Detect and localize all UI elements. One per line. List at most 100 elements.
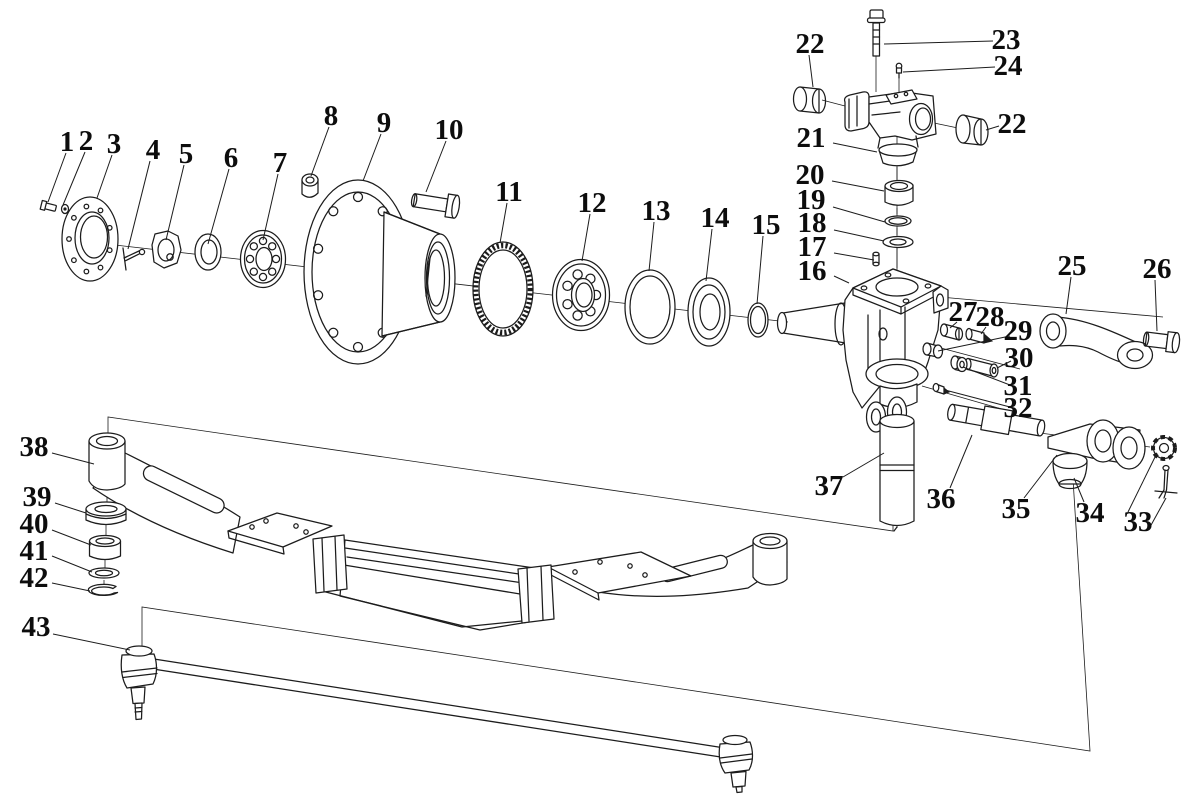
- part-41: [88, 567, 120, 579]
- callout-39: 39: [23, 481, 87, 514]
- part-number-label: 36: [927, 483, 956, 515]
- part-number-label: 42: [20, 562, 49, 594]
- part-17: [872, 251, 880, 267]
- part-number-label: 11: [495, 176, 522, 208]
- leader-line: [1149, 497, 1167, 528]
- part-number-label: 39: [23, 481, 52, 513]
- leader-line: [833, 229, 885, 242]
- part-43: [120, 645, 754, 794]
- part-number-label: 30: [1005, 342, 1034, 374]
- callout-12: 12: [578, 187, 607, 262]
- callout-32: 32: [944, 389, 1033, 424]
- leader-line: [165, 164, 185, 241]
- callout-27: 27: [949, 296, 978, 329]
- leader-line: [832, 142, 878, 153]
- part-number-label: 3: [107, 128, 122, 160]
- part-1: [39, 199, 57, 212]
- part-number-label: 29: [1004, 315, 1033, 347]
- part-6: [194, 233, 222, 271]
- leader-line: [756, 235, 764, 305]
- leader-line: [310, 126, 330, 177]
- part-number-label: 4: [146, 134, 161, 166]
- callout-37: 37: [815, 452, 885, 502]
- leader-line: [1065, 276, 1072, 315]
- part-31: [950, 355, 968, 373]
- part-24: [895, 62, 903, 79]
- part-12: [551, 258, 611, 332]
- leader-line: [362, 133, 382, 182]
- leader-line: [833, 252, 875, 261]
- leader-line: [207, 168, 230, 245]
- part-22-right: [955, 114, 989, 146]
- part-33: [1151, 435, 1177, 461]
- part-9: [303, 179, 456, 365]
- callout-16: 16: [798, 255, 850, 287]
- part-number-label: 14: [701, 202, 730, 234]
- part-number-label: 1: [60, 126, 75, 158]
- callout-15: 15: [752, 209, 781, 305]
- part-19: [884, 215, 912, 227]
- leader-line: [51, 555, 93, 573]
- part-42: [87, 583, 119, 597]
- leader-line: [949, 434, 973, 489]
- callout-18: 18: [798, 207, 885, 242]
- leader-line: [944, 389, 1011, 408]
- leader-line: [985, 125, 1000, 131]
- part-number-label: 10: [435, 114, 464, 146]
- callout-17: 17: [798, 231, 875, 263]
- leader-line: [883, 40, 994, 45]
- part-40: [88, 534, 122, 561]
- callout-23: 23: [883, 24, 1021, 56]
- leader-line: [54, 502, 87, 514]
- part-number-label: 32: [1004, 392, 1033, 424]
- part-16: [776, 268, 949, 433]
- part-21: [878, 143, 918, 167]
- callout-10: 10: [425, 114, 464, 193]
- leader-line: [425, 140, 447, 193]
- leader-line: [648, 221, 655, 272]
- callout-13: 13: [642, 195, 671, 272]
- callout-21: 21: [797, 122, 878, 154]
- leader-line: [842, 452, 885, 478]
- part-number-label: 12: [578, 187, 607, 219]
- callout-3: 3: [96, 128, 122, 199]
- callout-31: 31: [962, 366, 1033, 402]
- callout-26: 26: [1143, 253, 1172, 332]
- callout-1: 1: [47, 126, 75, 203]
- part-3: [61, 196, 119, 282]
- leader-line: [52, 633, 131, 651]
- part-25: [1039, 313, 1154, 370]
- assembly-axis-lines: [79, 56, 1164, 752]
- callout-5: 5: [165, 138, 193, 241]
- part-32: [932, 382, 950, 395]
- leader-line: [705, 228, 713, 282]
- part-15: [747, 302, 769, 338]
- callout-28: 28: [976, 301, 1005, 335]
- part-number-label: 22: [796, 28, 825, 60]
- callout-42: 42: [20, 562, 91, 594]
- part-26: [1142, 331, 1181, 354]
- leader-line: [996, 360, 1012, 369]
- part-number-label: 6: [224, 142, 239, 174]
- part-number-label: 26: [1143, 253, 1172, 285]
- part-20: [884, 179, 914, 206]
- leader-line: [62, 151, 86, 206]
- leader-line: [51, 582, 91, 592]
- part-number-label: 27: [949, 296, 978, 328]
- leader-line: [949, 321, 958, 329]
- part-38: [88, 432, 788, 631]
- part-number-label: 38: [20, 431, 49, 463]
- leader-line: [47, 152, 67, 203]
- part-number-label: 31: [1004, 370, 1033, 402]
- leader-line: [937, 335, 1011, 352]
- leader-line: [499, 202, 508, 244]
- leader-line: [1073, 477, 1085, 503]
- callout-7: 7: [262, 147, 287, 241]
- part-4: [122, 247, 146, 271]
- part-number-label: 18: [798, 207, 827, 239]
- leader-line: [51, 529, 92, 546]
- part-number-label: 24: [994, 50, 1023, 82]
- part-37: [879, 413, 915, 532]
- callout-22-21: 22: [796, 28, 825, 88]
- callout-34: 34: [1073, 477, 1105, 529]
